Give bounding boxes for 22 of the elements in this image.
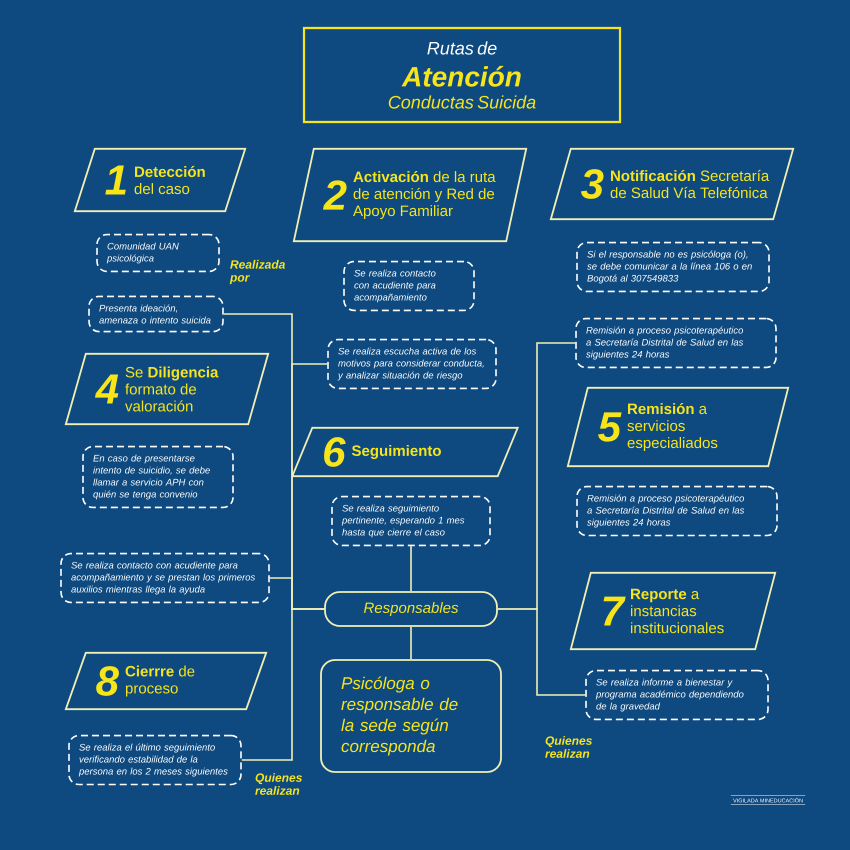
title-box: Rutas de Atención Conductas Suicida [302, 26, 622, 124]
note-box: Remisión a proceso psicoterapéutico a Secretaría Distrital de Salud en las siguientes 24 horas [575, 318, 777, 368]
note-box: Se realiza escucha activa de los motivos para considerar conducta, y analizar situación de riesgo [327, 338, 497, 390]
note-box: Se realiza el último seguimiento verificando estabilidad de la persona en los 2 meses siguientes [68, 734, 242, 786]
note-box: Se realiza informe a bienestar y programa académico dependiendo de la gravedad [585, 670, 769, 720]
connector-line [410, 626, 412, 660]
caption-text: Quienes realizan [545, 736, 592, 758]
caption-text: Realizada por [230, 260, 285, 284]
note-box: Se realiza seguimiento pertinente, esperando 1 mes hasta que cierre el caso [331, 496, 491, 546]
connector-line [410, 546, 412, 592]
note-box: Si el responsable no es psicóloga (o), se debe comunicar a la línea 106 o en Bogotá al 307549833 [576, 242, 770, 292]
connector-line [242, 608, 324, 761]
note-box: En caso de presentarse intento de suicidio, se debe llamar a servicio APH con quién se tenga convenio [82, 446, 234, 508]
note-box: Comunidad UAN psicológica [96, 234, 220, 272]
connector-line [498, 608, 586, 696]
note-box: Remisión a proceso psicoterapéutico a Secretaría Distrital de Salud en las siguientes 24 horas [576, 486, 778, 536]
rounded-box: Responsables [324, 591, 498, 627]
note-box: Se realiza contacto con acudiente para acompañamiento y se prestan los primeros auxilios mientras llega la ayuda [60, 552, 270, 604]
note-box: Se realiza contacto con acudiente para acompañamiento [343, 260, 475, 312]
caption-text: Quienes realizan [255, 773, 302, 795]
rounded-box: Psicóloga o responsable de la sede según corresponda [320, 659, 502, 773]
note-box: Presenta ideación, amenaza o intento suicida [88, 296, 224, 332]
